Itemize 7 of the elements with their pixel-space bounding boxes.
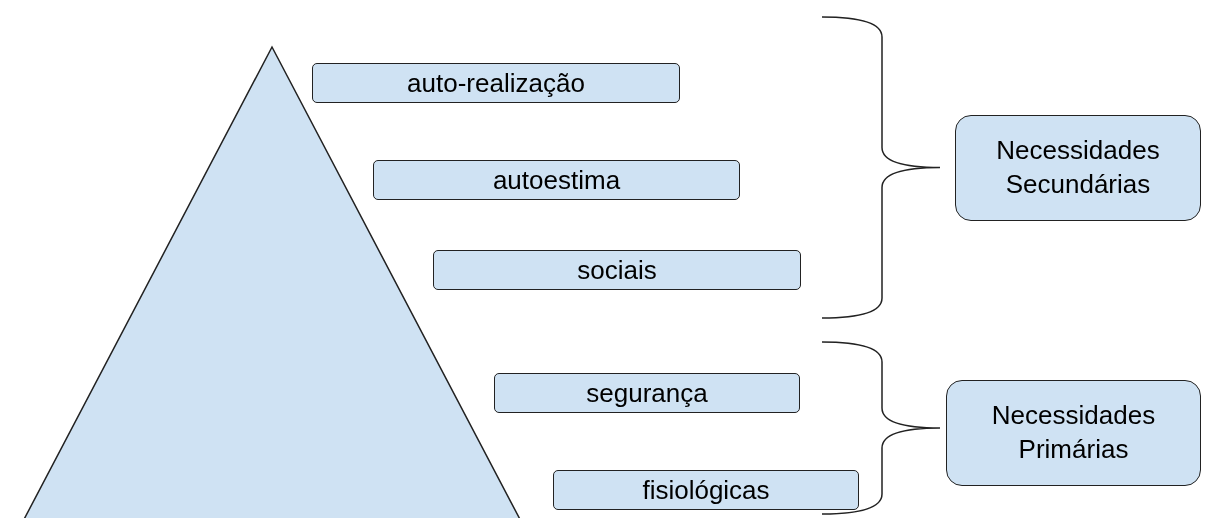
level-box: fisiológicas — [553, 470, 859, 510]
category-box: Necessidades Secundárias — [955, 115, 1201, 221]
category-box: Necessidades Primárias — [946, 380, 1201, 486]
level-box: autoestima — [373, 160, 740, 200]
level-box: segurança — [494, 373, 800, 413]
level-box: sociais — [433, 250, 801, 290]
level-box: auto-realização — [312, 63, 680, 103]
